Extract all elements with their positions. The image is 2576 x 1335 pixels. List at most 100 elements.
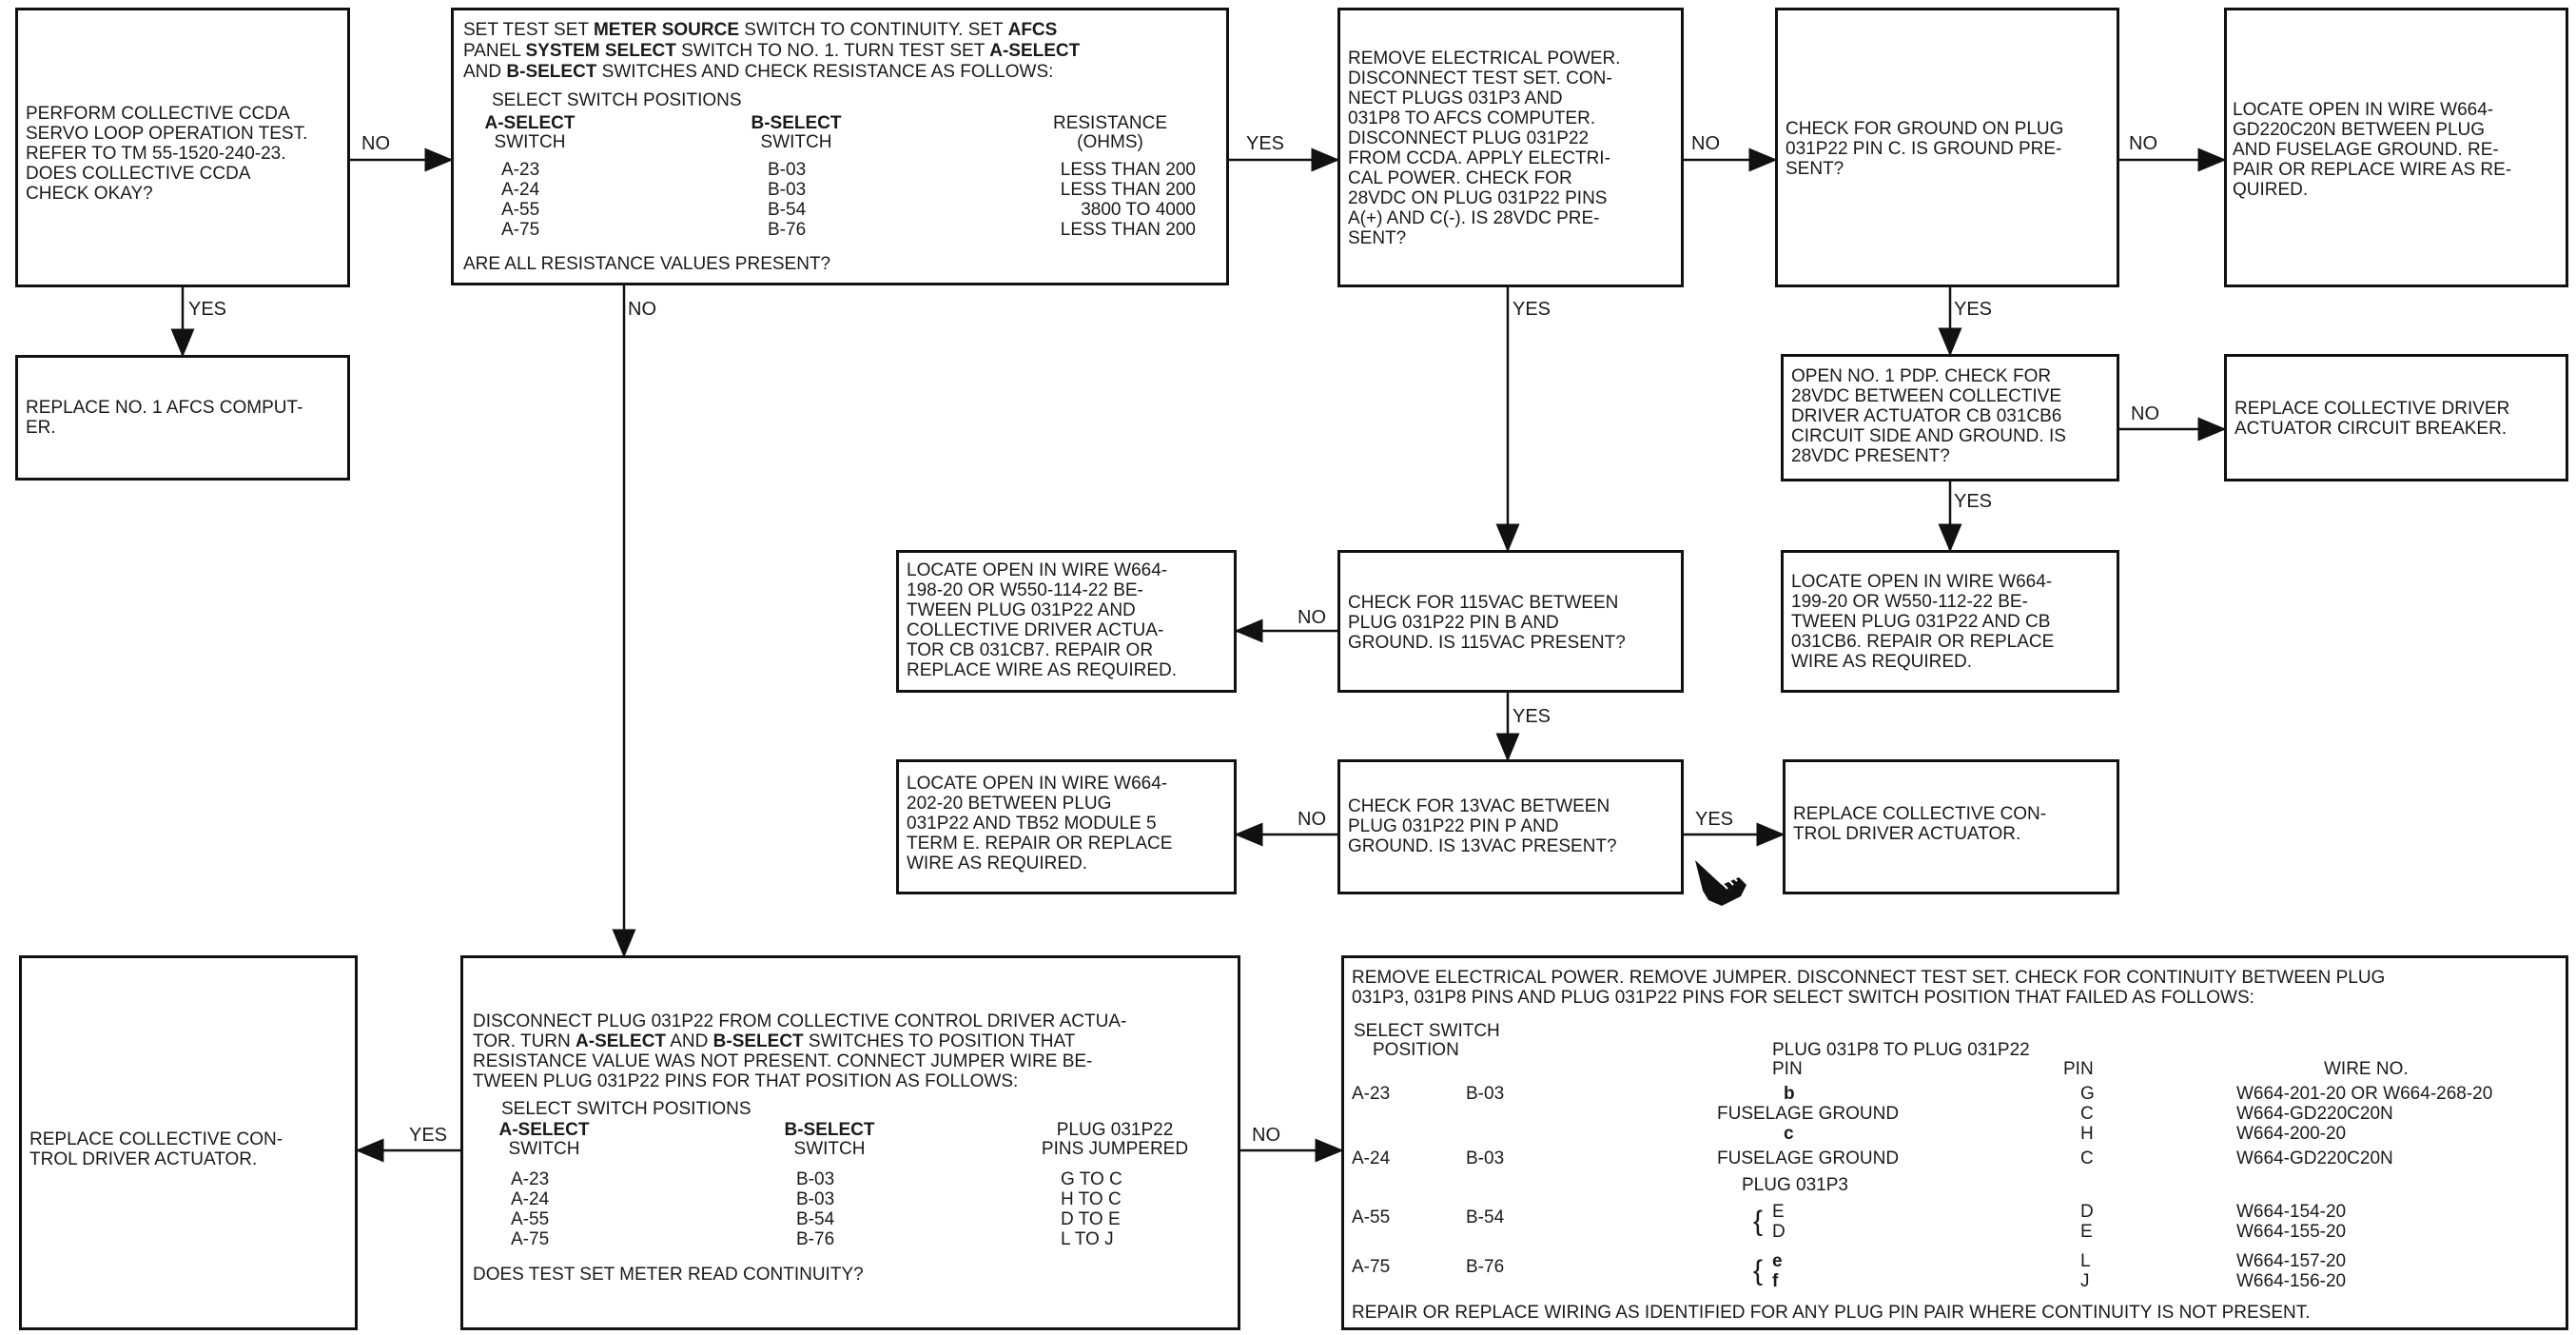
label-yes: YES: [1244, 133, 1287, 154]
table-cell: W664-GD220C20N: [2236, 1104, 2393, 1124]
table-cell: W664-155-20: [2236, 1222, 2347, 1242]
table-cell: LESS THAN 200: [1060, 180, 1196, 200]
table-cell: B-54: [1466, 1207, 1505, 1227]
label-yes: YES: [1952, 299, 1995, 320]
table-cell: A-75: [1352, 1257, 1391, 1277]
table-cell: B-03: [796, 1189, 835, 1209]
table-cell: f: [1772, 1271, 1779, 1291]
table-cell: J: [2080, 1271, 2090, 1291]
step-box-28vdc-check: REMOVE ELECTRICAL POWER. DISCONNECT TEST…: [1337, 8, 1684, 287]
column-subheader: SWITCH: [508, 1139, 580, 1159]
label-no: NO: [1689, 133, 1722, 154]
label-no: NO: [1296, 809, 1328, 830]
column-header: B-SELECT: [751, 113, 842, 133]
column-subheader: PIN: [1772, 1059, 1803, 1079]
step-text: LOCATE OPEN IN WIRE W664- GD220C20N BETW…: [2233, 100, 2512, 200]
table-cell: D: [2080, 1202, 2094, 1222]
table-cell: A-24: [1352, 1148, 1391, 1168]
step-text-line: 031P3, 031P8 PINS AND PLUG 031P22 PINS F…: [1352, 988, 2254, 1008]
table-cell: LESS THAN 200: [1060, 160, 1196, 180]
table-cell: D: [1772, 1222, 1786, 1242]
label-yes: YES: [1511, 706, 1553, 727]
step-text-line: TWEEN PLUG 031P22 PINS FOR THAT POSITION…: [473, 1071, 1019, 1091]
table-cell: B-76: [1466, 1257, 1505, 1277]
table-cell: A-23: [511, 1169, 550, 1189]
step-text-line: RESISTANCE VALUE WAS NOT PRESENT. CONNEC…: [473, 1051, 1093, 1071]
step-box-plug-pin-continuity: REMOVE ELECTRICAL POWER. REMOVE JUMPER. …: [1341, 955, 2568, 1330]
table-caption: SELECT SWITCH: [1354, 1021, 1500, 1041]
label-no: NO: [626, 299, 658, 320]
table-cell: B-54: [768, 200, 807, 220]
table-cell: A-55: [501, 200, 540, 220]
step-text: CHECK FOR 115VAC BETWEEN PLUG 031P22 PIN…: [1348, 593, 1626, 653]
table-cell: A-75: [501, 220, 540, 240]
brace-icon: {: [1753, 1206, 1764, 1237]
table-cell: L TO J: [1061, 1229, 1114, 1249]
table-cell: W664-201-20 OR W664-268-20: [2236, 1084, 2493, 1104]
column-subheader: PIN: [2063, 1059, 2094, 1079]
table-cell: B-03: [768, 160, 807, 180]
table-cell: W664-GD220C20N: [2236, 1148, 2393, 1168]
table-cell: LESS THAN 200: [1060, 220, 1196, 240]
table-cell: c: [1784, 1124, 1794, 1144]
table-cell: H: [2080, 1124, 2094, 1144]
table-cell: B-54: [796, 1209, 835, 1229]
table-cell: FUSELAGE GROUND: [1717, 1104, 1900, 1124]
label-no: NO: [1250, 1125, 1282, 1146]
table-cell: FUSELAGE GROUND: [1717, 1148, 1900, 1168]
table-cell: B-76: [796, 1229, 835, 1249]
step-box-locate-open-199: LOCATE OPEN IN WIRE W664- 199-20 OR W550…: [1781, 550, 2119, 693]
column-subheader: SWITCH: [760, 132, 832, 152]
column-header: PLUG 031P8 TO PLUG 031P22: [1772, 1040, 2030, 1060]
step-box-replace-actuator: REPLACE COLLECTIVE CON- TROL DRIVER ACTU…: [1783, 759, 2119, 894]
step-box-locate-open-gd220: LOCATE OPEN IN WIRE W664- GD220C20N BETW…: [2224, 8, 2568, 287]
label-yes: YES: [1511, 299, 1553, 320]
table-cell: W664-157-20: [2236, 1251, 2347, 1271]
step-text: REPLACE COLLECTIVE DRIVER ACTUATOR CIRCU…: [2234, 399, 2510, 439]
table-cell: A-75: [511, 1229, 550, 1249]
column-header: A-SELECT: [498, 1120, 590, 1140]
step-text-line: DISCONNECT PLUG 031P22 FROM COLLECTIVE C…: [473, 1011, 1127, 1031]
table-cell: G TO C: [1061, 1169, 1122, 1189]
step-text: CHECK FOR 13VAC BETWEEN PLUG 031P22 PIN …: [1348, 796, 1617, 856]
column-header: PLUG 031P22: [1056, 1120, 1174, 1140]
step-text-line: PANEL SYSTEM SELECT SWITCH TO NO. 1. TUR…: [463, 41, 1081, 61]
step-question: ARE ALL RESISTANCE VALUES PRESENT?: [463, 254, 831, 274]
label-yes: YES: [1952, 491, 1995, 512]
column-header: WIRE NO.: [2324, 1059, 2409, 1079]
step-text: REMOVE ELECTRICAL POWER. DISCONNECT TEST…: [1348, 49, 1621, 248]
step-text: REPLACE COLLECTIVE CON- TROL DRIVER ACTU…: [29, 1129, 283, 1169]
table-caption: SELECT SWITCH POSITIONS: [501, 1099, 751, 1119]
table-subheader: PLUG 031P3: [1742, 1175, 1848, 1195]
step-box-collective-ccda-test: PERFORM COLLECTIVE CCDA SERVO LOOP OPERA…: [15, 8, 350, 287]
label-yes: YES: [407, 1125, 450, 1146]
table-cell: 3800 TO 4000: [1081, 200, 1196, 220]
table-cell: L: [2080, 1251, 2091, 1271]
step-box-13vac-check: CHECK FOR 13VAC BETWEEN PLUG 031P22 PIN …: [1337, 759, 1684, 894]
column-subheader: SWITCH: [494, 132, 566, 152]
column-subheader: PINS JUMPERED: [1041, 1139, 1189, 1159]
label-no: NO: [2129, 403, 2161, 424]
step-box-ground-check: CHECK FOR GROUND ON PLUG 031P22 PIN C. I…: [1775, 8, 2119, 287]
table-cell: D TO E: [1061, 1209, 1121, 1229]
step-text: CHECK FOR GROUND ON PLUG 031P22 PIN C. I…: [1786, 119, 2064, 179]
label-no: NO: [1296, 607, 1328, 628]
step-text-line: AND B-SELECT SWITCHES AND CHECK RESISTAN…: [463, 62, 1054, 82]
table-cell: B-03: [1466, 1084, 1505, 1104]
step-text: LOCATE OPEN IN WIRE W664- 202-20 BETWEEN…: [907, 774, 1173, 874]
step-box-jumper-continuity: DISCONNECT PLUG 031P22 FROM COLLECTIVE C…: [460, 955, 1240, 1330]
column-subheader: SWITCH: [793, 1139, 866, 1159]
column-header: B-SELECT: [784, 1120, 875, 1140]
table-cell: C: [2080, 1104, 2094, 1124]
table-cell: C: [2080, 1148, 2094, 1168]
table-cell: A-24: [501, 180, 540, 200]
table-caption: POSITION: [1373, 1040, 1459, 1060]
table-cell: H TO C: [1061, 1189, 1122, 1209]
table-cell: b: [1784, 1084, 1795, 1104]
step-text: REPLACE COLLECTIVE CON- TROL DRIVER ACTU…: [1793, 804, 2047, 844]
step-text: LOCATE OPEN IN WIRE W664- 199-20 OR W550…: [1791, 572, 2055, 672]
step-box-replace-circuit-breaker: REPLACE COLLECTIVE DRIVER ACTUATOR CIRCU…: [2224, 354, 2568, 481]
table-cell: e: [1772, 1251, 1783, 1271]
table-cell: A-24: [511, 1189, 550, 1209]
table-caption: SELECT SWITCH POSITIONS: [492, 90, 742, 110]
